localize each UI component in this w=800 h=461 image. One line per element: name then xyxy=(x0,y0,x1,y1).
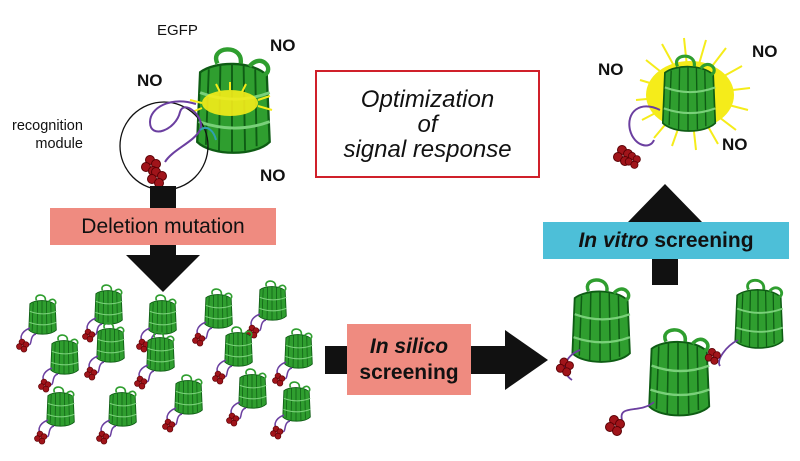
screening-text: screening xyxy=(359,360,459,384)
optimization-line: Optimization xyxy=(360,85,495,113)
in-vitro-text: In vitro xyxy=(578,228,649,252)
signal-response-line: signal response xyxy=(343,135,512,163)
screening-text: screening xyxy=(648,228,754,252)
up-arrow xyxy=(628,184,702,285)
no-label: NO xyxy=(137,71,163,90)
of-line: of xyxy=(417,110,438,138)
in-silico-text: In silico xyxy=(369,334,449,358)
optimized-sensor xyxy=(613,37,751,169)
no-label: NO xyxy=(270,36,296,55)
no-label: NO xyxy=(722,135,748,154)
recognition-line: recognition xyxy=(12,118,83,134)
no-label: NO xyxy=(260,166,286,185)
mutant-library xyxy=(16,281,312,444)
recognition-module-label: recognition module xyxy=(12,117,83,153)
right-arrow xyxy=(325,330,548,390)
no-label: NO xyxy=(752,42,778,61)
optimization-box: Optimization of signal response xyxy=(315,70,540,178)
module-line: module xyxy=(35,136,83,152)
in-vitro-screening-box: In vitro screening xyxy=(543,222,789,259)
in-silico-screening-box: In silico screening xyxy=(347,324,471,395)
egfp-label: EGFP xyxy=(157,22,198,39)
deletion-mutation-box: Deletion mutation xyxy=(50,208,276,245)
selected-candidates xyxy=(555,278,785,436)
no-label: NO xyxy=(598,60,624,79)
